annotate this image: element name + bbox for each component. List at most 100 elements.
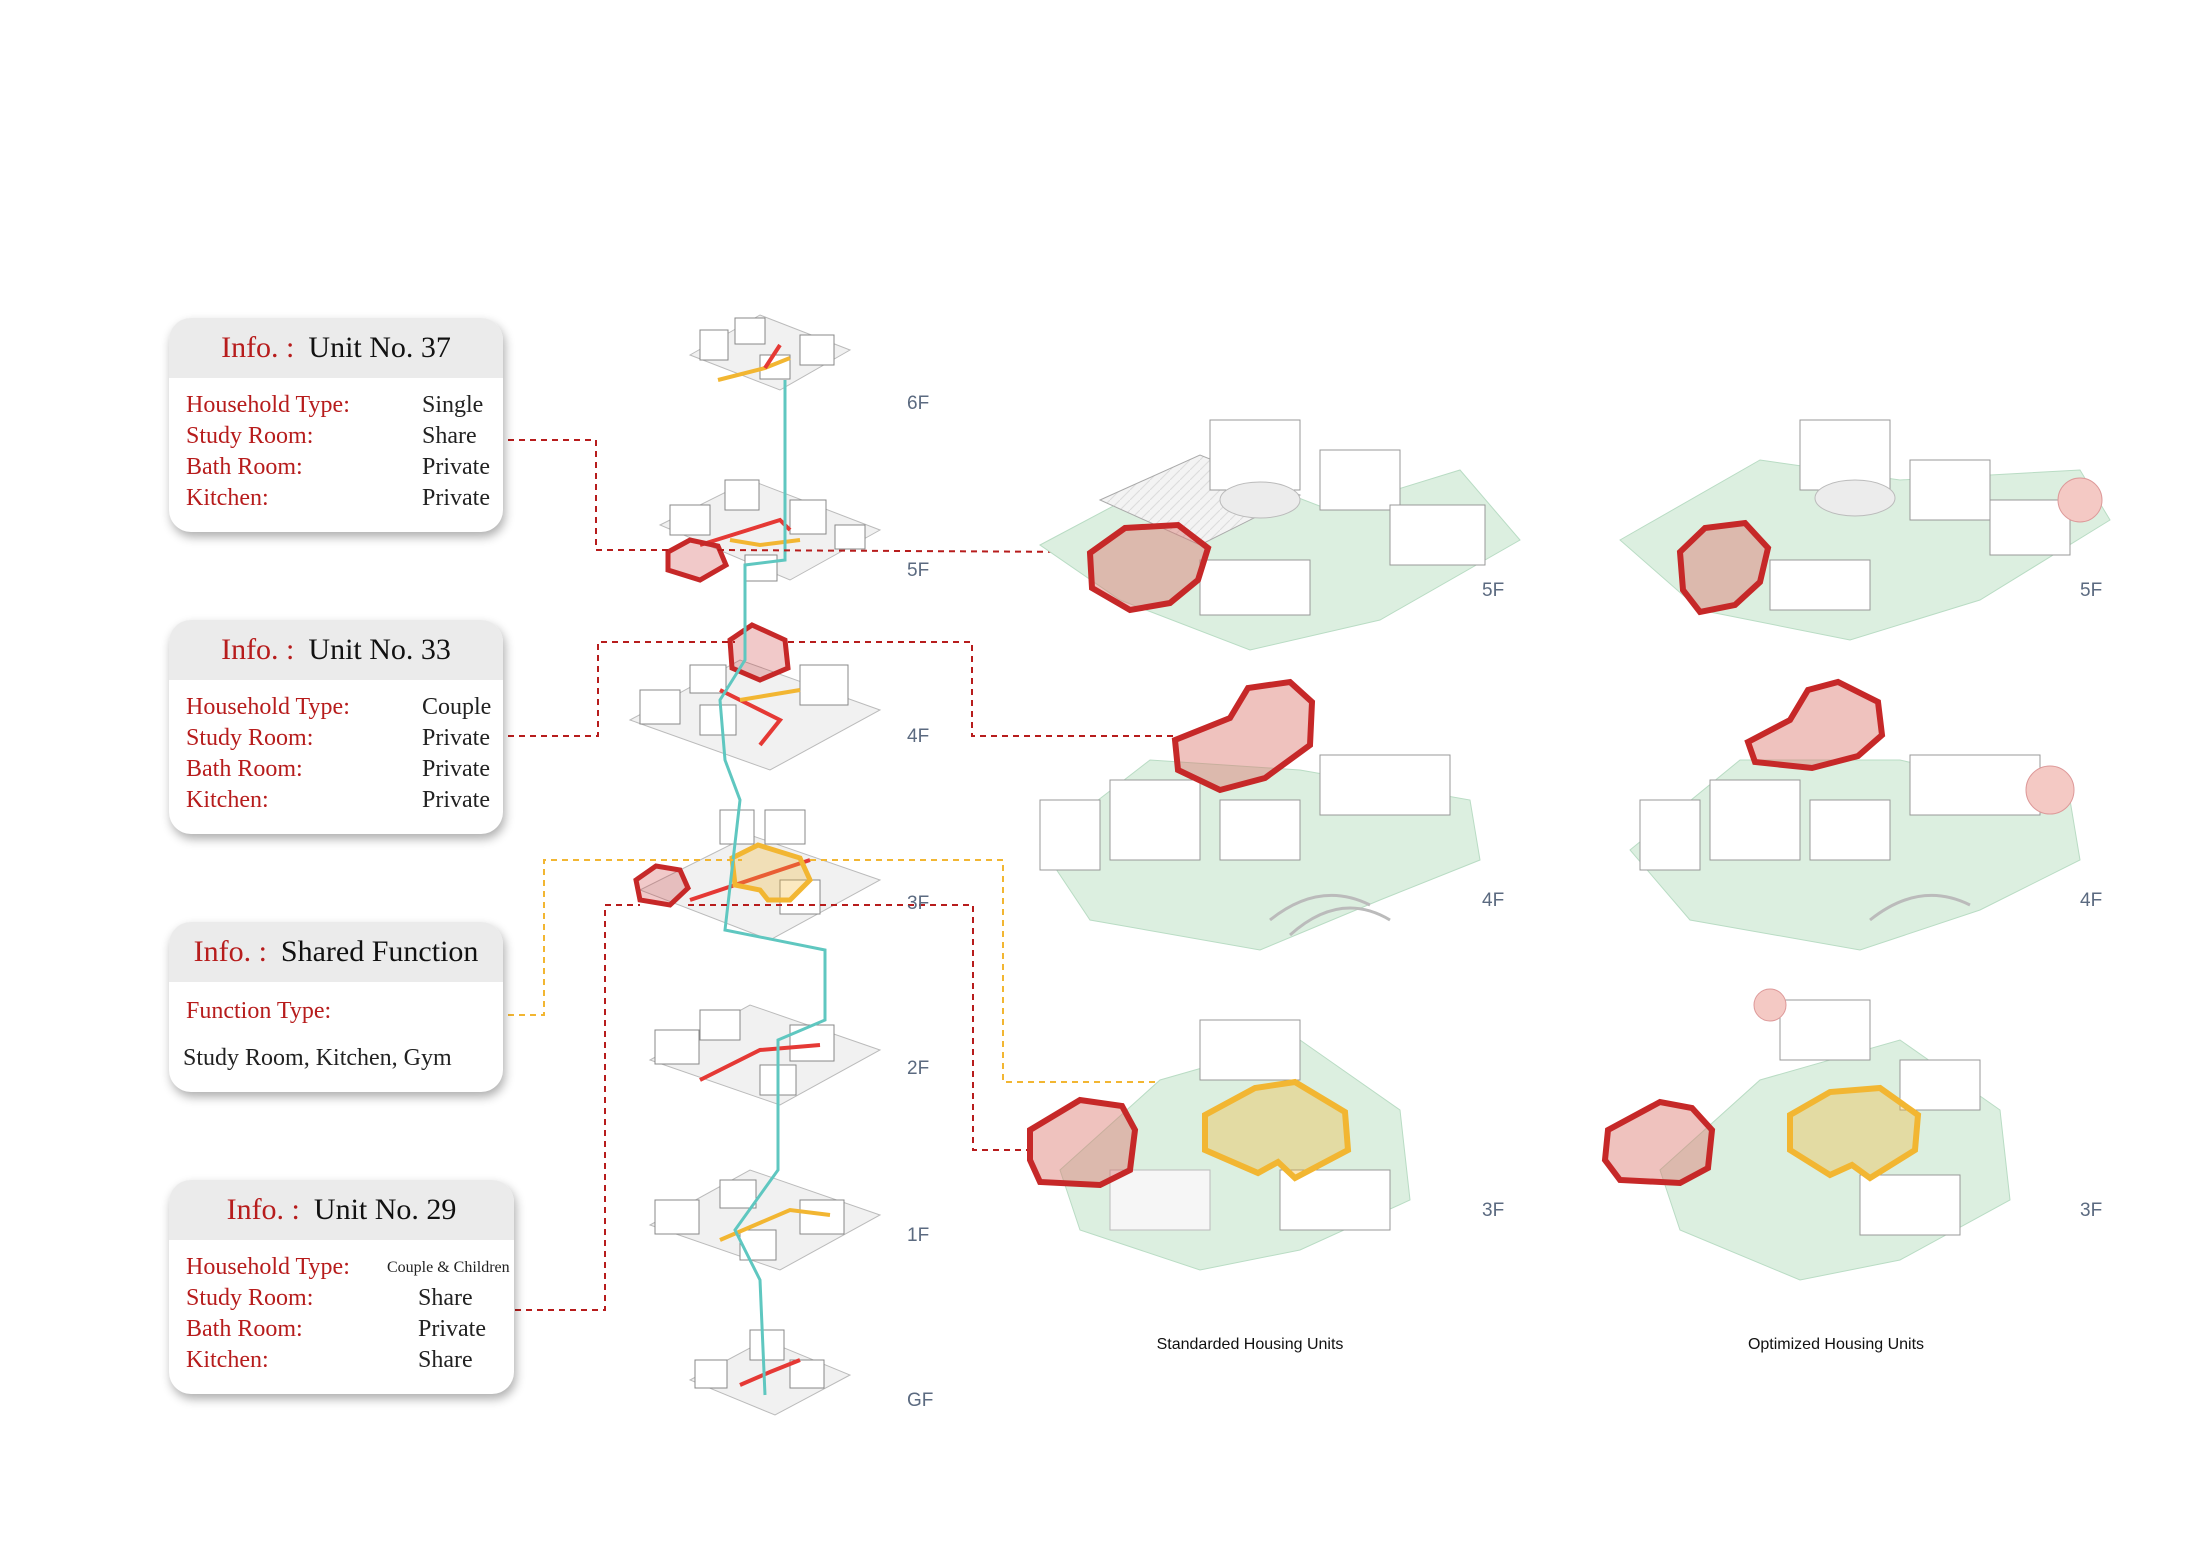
row-value: Couple [422,694,492,720]
card-tag: Info. : [193,935,267,968]
info-card-unit-37: Info. : Unit No. 37 Household Type:Singl… [169,318,503,532]
card-title: Shared Function [280,935,479,968]
function-type-value: Study Room, Kitchen, Gym [183,1045,452,1071]
row-key: Kitchen: [186,787,269,813]
row-value: Share [418,1285,473,1311]
row-key: Household Type: [186,694,350,720]
row-value: Share [418,1347,473,1373]
connector-unit-37-stack [508,439,668,551]
row-value: Private [418,1316,486,1342]
unit-37-highlight-stack [665,537,730,583]
standard-floor-5f-model [1039,419,1521,651]
row-key: Bath Room: [186,756,303,782]
optimized-floor-label-3f: 3F [2080,1200,2103,1221]
connector-unit-33-stack [508,641,735,737]
connector-unit-33-standard [788,641,1175,737]
optimized-floor-4f-model [1629,678,2081,951]
connector-shared-stack [508,859,742,1016]
optimized-caption: Optimized Housing Units [1747,1336,1925,1353]
card-title: Unit No. 29 [313,1193,457,1226]
stack-floor-2f-model [648,1004,882,1106]
card-row: Bath Room: Private [186,754,503,785]
optimized-floor-label-4f: 4F [2080,890,2103,911]
stack-floor-6f-model [688,314,852,391]
card-rows: Household Type: Couple Study Room: Private… [169,680,503,816]
card-header: Info. : Unit No. 37 [169,318,503,378]
card-title: Unit No. 33 [308,633,451,666]
row-value: Single [422,392,484,418]
connector-unit-29-stack [515,904,640,1311]
row-key: Study Room: [186,423,314,449]
stack-floor-3f-model [633,809,882,941]
card-header: Info. : Unit No. 33 [169,620,503,680]
shared-function-highlight-stack [729,842,813,903]
card-row: Bath Room: Private [186,452,503,483]
stack-floor-1f-model [648,1169,882,1271]
row-value: Private [422,756,490,782]
row-key: Bath Room: [186,454,303,480]
unit-33-highlight-standard [1171,678,1316,794]
info-card-shared-function: Info. : Shared Function Function Type: S… [169,922,503,1092]
card-rows: Household Type:Single Study Room:Share B… [169,378,503,514]
stack-floor-4f-model [628,622,882,771]
card-rows: Household Type:Couple & Children Study R… [169,1240,514,1376]
card-tag: Info. : [221,633,295,666]
row-key: Bath Room: [186,1316,303,1342]
floor-label-4f: 4F [907,726,930,747]
row-key: Study Room: [186,1285,314,1311]
floor-label-5f: 5F [907,560,930,581]
optimized-floor-label-5f: 5F [2080,580,2103,601]
shared-function-highlight-standard [1202,1078,1352,1182]
connector-unit-29-standard [688,904,1030,1151]
unit-29-highlight-standard [1027,1096,1139,1189]
card-row: Study Room: Share [186,1283,514,1314]
standard-floor-label-5f: 5F [1482,580,1505,601]
row-value: Private [422,485,490,511]
info-card-unit-29: Info. : Unit No. 29 Household Type:Coupl… [169,1180,514,1394]
unit-29-highlight-optimized [1601,1098,1716,1187]
info-card-unit-33: Info. : Unit No. 33 Household Type: Coupl… [169,620,503,834]
optimized-column [1601,419,2111,1281]
card-row: Kitchen: Private [186,483,503,514]
row-key: Kitchen: [186,485,269,511]
card-row: Study Room:Share [186,421,503,452]
circulation-core-line [718,380,827,1396]
shared-function-highlight-optimized [1787,1084,1922,1182]
standard-floor-3f-model [1027,1019,1411,1271]
card-header: Info. : Shared Function [169,922,503,982]
floor-label-1f: 1F [907,1225,930,1246]
card-tag: Info. : [226,1193,300,1226]
card-title: Unit No. 37 [308,331,451,364]
card-row: Household Type:Couple & Children [186,1252,514,1283]
connector-shared-standard [810,859,1175,1083]
optimized-floor-3f-model [1601,988,2011,1281]
card-row: Bath Room: Private [186,1314,514,1345]
card-header: Info. : Unit No. 29 [169,1180,514,1240]
card-row: Kitchen: Share [186,1345,514,1376]
row-value: Private [422,787,490,813]
floor-label-gf: GF [907,1390,934,1411]
card-row: Kitchen: Private [186,785,503,816]
function-type-label: Function Type: [186,998,332,1024]
stack-floor-5f-model [658,479,882,583]
card-tag: Info. : [221,331,295,364]
unit-29-highlight-stack [633,863,692,908]
connector-lines [508,439,1175,1311]
row-value: Private [422,725,490,751]
card-row: Household Type: Couple [186,692,503,723]
floor-label-3f: 3F [907,893,930,914]
floor-label-2f: 2F [907,1058,930,1079]
unit-37-highlight-optimized [1676,519,1772,616]
row-value: Private [422,454,490,480]
connector-unit-37-standard [717,549,1089,553]
unit-37-highlight-standard [1086,521,1212,614]
standard-floor-label-3f: 3F [1482,1200,1505,1221]
standard-caption: Standarded Housing Units [1156,1336,1344,1353]
standard-floor-label-4f: 4F [1482,890,1505,911]
card-row: Study Room: Private [186,723,503,754]
standard-floor-4f-model [1039,678,1481,951]
floor-stack [628,314,882,1416]
row-key: Kitchen: [186,1347,269,1373]
row-key: Study Room: [186,725,314,751]
